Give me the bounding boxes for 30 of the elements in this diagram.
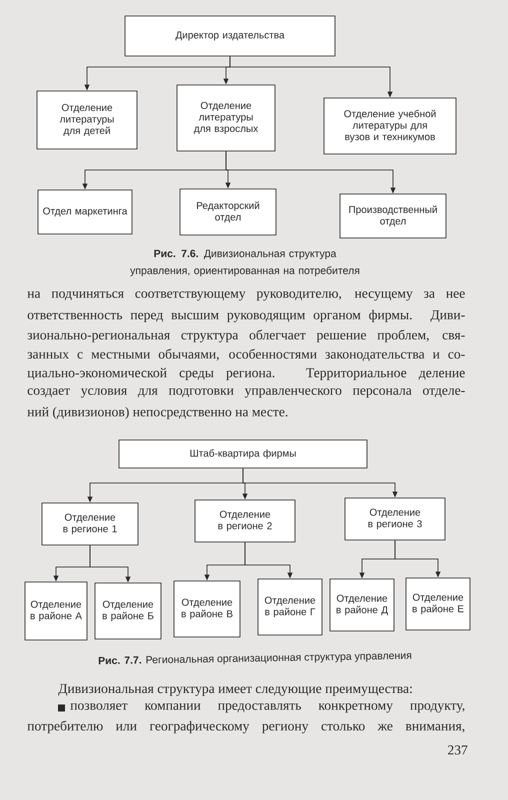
body-text: позволяет компании предоставлять конкретному продукту,	[70, 703, 464, 713]
box: Редакторский отдел	[180, 188, 276, 236]
box: Отделение в районе А	[24, 582, 88, 640]
box: Отделение в районе Б	[94, 582, 162, 640]
body-text: потребителю или географическому региону столько же внимания,	[27, 720, 464, 734]
body-text: Дивизиональная структура имеет следующие преимущества:	[58, 684, 412, 696]
body-text: ответственность перед высшим руководящим органом фирмы. Диви-	[28, 310, 465, 322]
box: Отделение в регионе 1	[42, 502, 138, 546]
figure-caption: Рис. 7.7. Региональная организационная структура управления	[98, 653, 412, 664]
box: Отделение в районе Е	[406, 578, 470, 630]
body-text: занных с местными обычаями, особенностями законодательства и со-	[28, 348, 465, 362]
box: Отделение в регионе 3	[344, 498, 446, 540]
body-text: ний (дивизионов) непосредственно на месте.	[27, 406, 288, 420]
box: Производственный отдел	[340, 194, 446, 238]
box: Отделение в регионе 2	[194, 500, 296, 542]
box: Отделение в районе Г	[258, 578, 322, 636]
box: Отделение в районе В	[174, 580, 240, 638]
box: Директор издательства	[124, 16, 336, 56]
body-text: на подчиняться соответствующему руководителю, несущему за нее	[27, 291, 465, 301]
body-text: циально-экономической среды региона. Территориальное деление	[27, 368, 465, 380]
box: Отделение учебной литературы для вузов и техникумов	[324, 98, 456, 154]
box: Отделение в районе Д	[330, 578, 394, 632]
page-number: 237	[448, 745, 468, 755]
box: Отделение литературы для взрослых	[176, 84, 276, 152]
box: Отдел маркетинга	[38, 190, 132, 234]
box: Штаб-квартира фирмы	[118, 440, 368, 468]
body-text: создает условия для подготовки управленческого персонала отделе-	[28, 388, 465, 398]
box: Отделение литературы для детей	[36, 90, 138, 150]
figure-caption: Рис. 7.6. Дивизиональная структура управления, ориентированная на потребителя	[130, 250, 360, 276]
body-text: зионально-региональная структура облегчает решение проблем, свя-	[28, 330, 465, 342]
